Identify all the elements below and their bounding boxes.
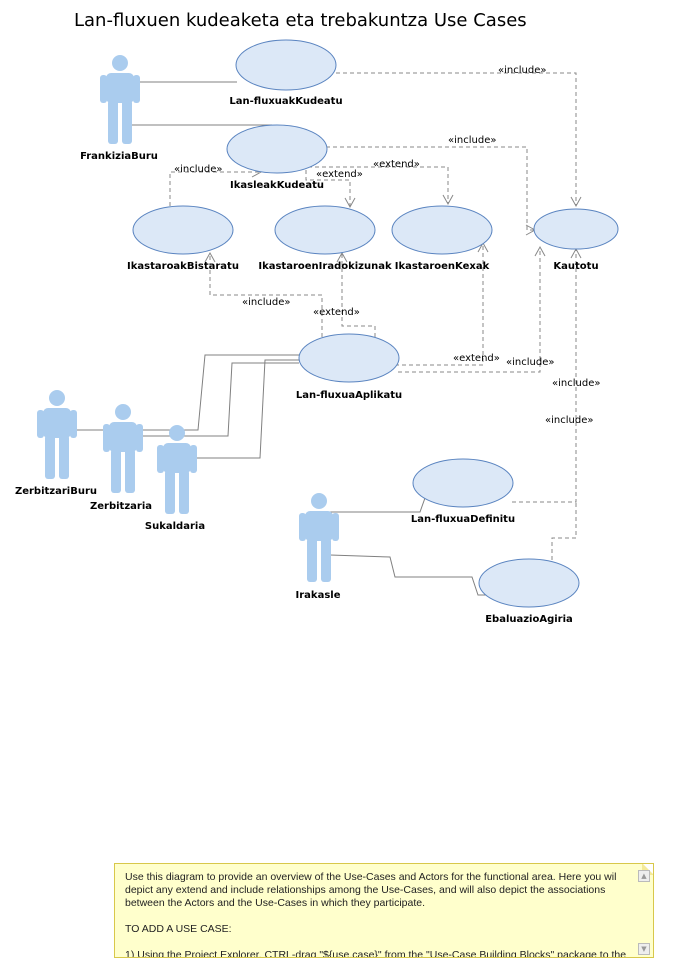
use-case-label: EbaluazioAgiria [485,614,573,625]
actor-sukaldaria[interactable]: Sukaldaria [145,425,205,532]
use-case-label: IkastaroenKexak [395,261,490,272]
use-case-kautotu[interactable]: Kautotu [533,208,619,272]
actor-icon [100,55,140,144]
actor-label: FrankiziaBuru [80,151,158,162]
actor-irakasle[interactable]: Irakasle [296,493,341,601]
use-case-ikastaroak-bistaratu[interactable]: IkastaroakBistaratu [127,205,239,272]
use-case-diagram: Lan-fluxuakKudeatu IkasleakKudeatu Ikast… [15,39,619,625]
actor-frankizia-buru[interactable]: FrankiziaBuru [80,55,158,162]
note-scrollbar[interactable]: ▲ ▼ [638,870,650,955]
scroll-up-icon[interactable]: ▲ [638,870,650,882]
actor-icon [299,493,339,582]
use-case-ikastaroen-iradokizunak[interactable]: IkastaroenIradokizunak [258,205,392,272]
note-fold-corner [642,864,653,875]
use-case-lan-fluxua-definitu[interactable]: Lan-fluxuaDefinitu [411,458,515,525]
actor-icon [157,425,197,514]
actor-zerbitzaria[interactable]: Zerbitzaria [90,404,152,512]
dependencies [169,72,582,560]
use-case-label: Lan-fluxuakKudeatu [229,96,342,107]
use-case-label: IkastaroakBistaratu [127,261,239,272]
diagram-note[interactable]: Use this diagram to provide an overview … [114,863,654,958]
use-case-ikasleak-kudeatu[interactable]: IkasleakKudeatu [226,124,328,191]
actor-label: Sukaldaria [145,521,205,532]
use-case-ikastaroen-kexak[interactable]: IkastaroenKexak [391,205,493,272]
scroll-down-icon[interactable]: ▼ [638,943,650,955]
use-case-lan-fluxuak-kudeatu[interactable]: Lan-fluxuakKudeatu [229,39,343,107]
include-label: «include» [448,135,496,146]
stereotype-labels: «include» «include» «include» «extend» «… [174,65,600,426]
include-label: «include» [552,378,600,389]
use-case-ebaluazio-agiria[interactable]: EbaluazioAgiria [478,558,580,625]
include-label: «include» [545,415,593,426]
use-case-label: IkastaroenIradokizunak [258,261,392,272]
actor-label: Zerbitzaria [90,501,152,512]
actor-zerbitzari-buru[interactable]: ZerbitzariBuru [15,390,97,497]
use-case-label: IkasleakKudeatu [230,180,324,191]
use-case-lan-fluxua-aplikatu[interactable]: Lan-fluxuaAplikatu [296,333,402,401]
actor-label: ZerbitzariBuru [15,486,97,497]
include-label: «include» [174,164,222,175]
actor-icon [37,390,77,479]
use-case-label: Kautotu [553,261,598,272]
include-label: «include» [498,65,546,76]
actor-label: Irakasle [296,590,341,601]
extend-label: «extend» [316,169,363,180]
extend-label: «extend» [313,307,360,318]
extend-label: «extend» [453,353,500,364]
use-case-label: Lan-fluxuaAplikatu [296,390,402,401]
include-label: «include» [242,297,290,308]
note-text: Use this diagram to provide an overview … [125,871,627,958]
include-label: «include» [506,357,554,368]
actor-icon [103,404,143,493]
extend-label: «extend» [373,159,420,170]
diagram-title: Lan-fluxuen kudeaketa eta trebakuntza Us… [74,10,527,31]
use-case-label: Lan-fluxuaDefinitu [411,514,515,525]
